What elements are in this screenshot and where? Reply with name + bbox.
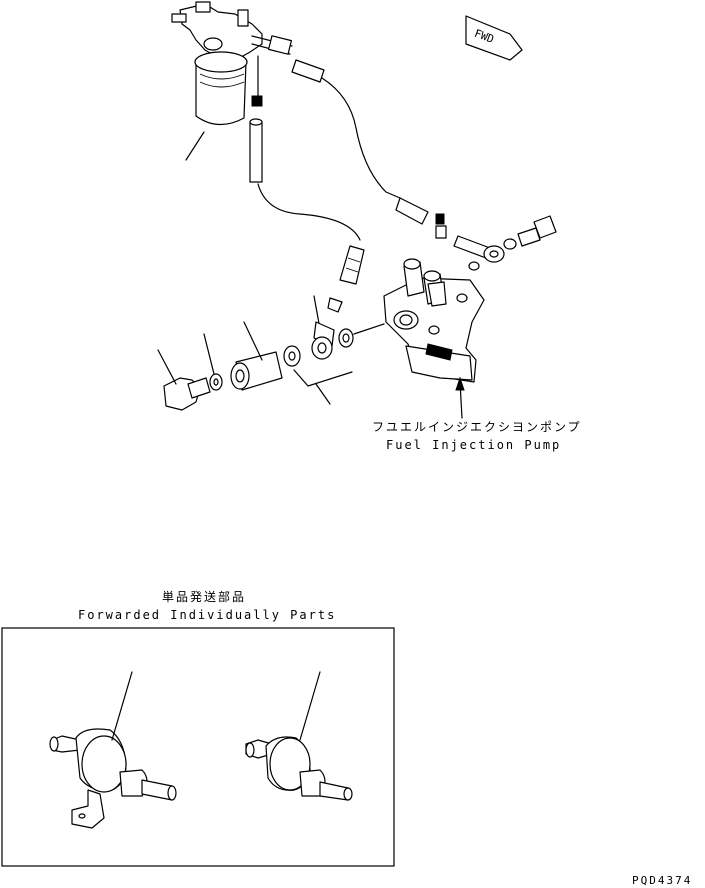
return-hose xyxy=(291,59,447,239)
fwd-badge-text: FWD xyxy=(473,27,496,46)
pump-label-english: Fuel Injection Pump xyxy=(386,438,562,452)
fwd-direction-badge: FWD xyxy=(465,15,523,61)
fuel-injection-pump xyxy=(383,258,485,419)
inlet-banjo-fitting xyxy=(283,295,385,405)
valve-without-bracket xyxy=(245,671,353,801)
forwarded-label-japanese: 単品発送部品 xyxy=(162,590,247,604)
pump-label-japanese: フユエルインジエクシヨンポンプ xyxy=(372,420,582,434)
bolts-and-washers-left xyxy=(157,321,283,411)
forwarded-label-english: Forwarded Individually Parts xyxy=(78,608,337,622)
forwarded-parts-box xyxy=(1,627,395,867)
supply-hose xyxy=(257,183,365,285)
drawing-number: PQD4374 xyxy=(632,874,693,887)
valve-with-bracket xyxy=(49,671,177,829)
hose-segment-vertical xyxy=(249,118,263,183)
fuel-filter-assembly xyxy=(171,1,293,161)
banjo-fitting-upper xyxy=(453,215,557,271)
